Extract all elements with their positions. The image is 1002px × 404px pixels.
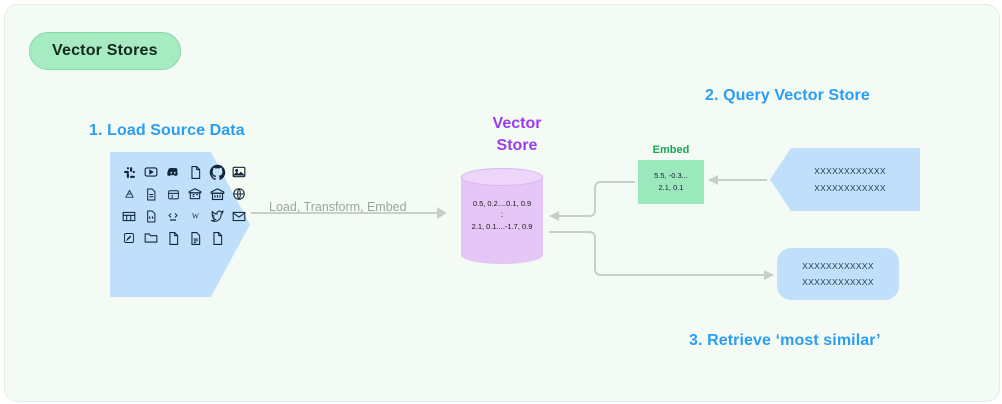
query-input-shape: XXXXXXXXXXXX XXXXXXXXXXXX [770, 148, 920, 211]
pipeline-arrow-head [437, 207, 447, 219]
archive-icon [184, 183, 206, 205]
query-text: XXXXXXXXXXXX XXXXXXXXXXXX [804, 163, 886, 195]
youtube-icon [140, 161, 162, 183]
pipeline-arrow-shaft [251, 212, 441, 214]
vector-store-values: 0.5, 0.2....0.1, 0.9 : 2.1, 0.1....-1.7,… [461, 198, 543, 233]
wikipedia-icon: W [184, 205, 206, 227]
slack-icon [118, 161, 140, 183]
text-file-icon [184, 227, 206, 249]
diagram-canvas: Vector Stores 1. Load Source Data 2. Que… [4, 4, 1000, 402]
result-line-1: XXXXXXXXXXXX [802, 260, 874, 271]
github-icon [206, 161, 228, 183]
section-badge: Vector Stores [29, 32, 181, 70]
google-drive-icon [118, 183, 140, 205]
vector-store-title-line1: Vector [492, 115, 542, 132]
blank-file-icon [162, 227, 184, 249]
result-text: XXXXXXXXXXXX XXXXXXXXXXXX [802, 258, 874, 290]
embed-box: 5.5, -0.3... 2.1, 0.1 [638, 160, 704, 204]
query-line-1: XXXXXXXXXXXX [814, 166, 886, 177]
image-icon [228, 161, 250, 183]
vector-row-1: 0.5, 0.2....0.1, 0.9 [472, 199, 532, 208]
vector-store-cylinder: 0.5, 0.2....0.1, 0.9 : 2.1, 0.1....-1.7,… [461, 168, 543, 264]
vector-row-2: 2.1, 0.1....-1.7, 0.9 [471, 222, 533, 232]
result-pill: XXXXXXXXXXXX XXXXXXXXXXXX [777, 248, 899, 300]
source-icon-grid: W [110, 152, 250, 297]
embed-row-1: 5.5, -0.3... [654, 171, 688, 180]
pipeline-arrow [251, 207, 451, 219]
embed-row-2: 2.1, 0.1 [658, 183, 684, 192]
folder-icon [140, 227, 162, 249]
connector-embed-to-store [549, 181, 635, 221]
query-line-2: XXXXXXXXXXXX [814, 182, 886, 193]
twitter-icon [206, 205, 228, 227]
server-icon [206, 183, 228, 205]
connector-query-to-embed [708, 175, 767, 185]
file-icon [184, 161, 206, 183]
step-1-heading: 1. Load Source Data [89, 122, 245, 139]
spreadsheet-icon [118, 205, 140, 227]
discord-icon [162, 161, 184, 183]
code-file-icon [140, 205, 162, 227]
result-line-2: XXXXXXXXXXXX [802, 277, 874, 287]
connector-store-to-result [549, 231, 774, 280]
cylinder-body [461, 177, 543, 255]
email-icon [228, 205, 250, 227]
app-icon [118, 227, 140, 249]
cylinder-top [461, 168, 543, 186]
database-icon [162, 183, 184, 205]
document-icon [140, 183, 162, 205]
vector-store-title-line2: Store [496, 136, 538, 154]
pipeline-arrow-label: Load, Transform, Embed [269, 200, 407, 214]
html-icon [162, 205, 184, 227]
page-file-icon [206, 227, 228, 249]
embed-label: Embed [652, 144, 690, 156]
svg-text:W: W [191, 212, 199, 221]
globe-icon [228, 183, 250, 205]
step-2-heading: 2. Query Vector Store [705, 87, 870, 104]
vector-separator: : [500, 210, 504, 220]
step-3-heading: 3. Retrieve ‘most similar’ [689, 332, 881, 349]
vector-store-title: Vector Store [467, 113, 567, 156]
